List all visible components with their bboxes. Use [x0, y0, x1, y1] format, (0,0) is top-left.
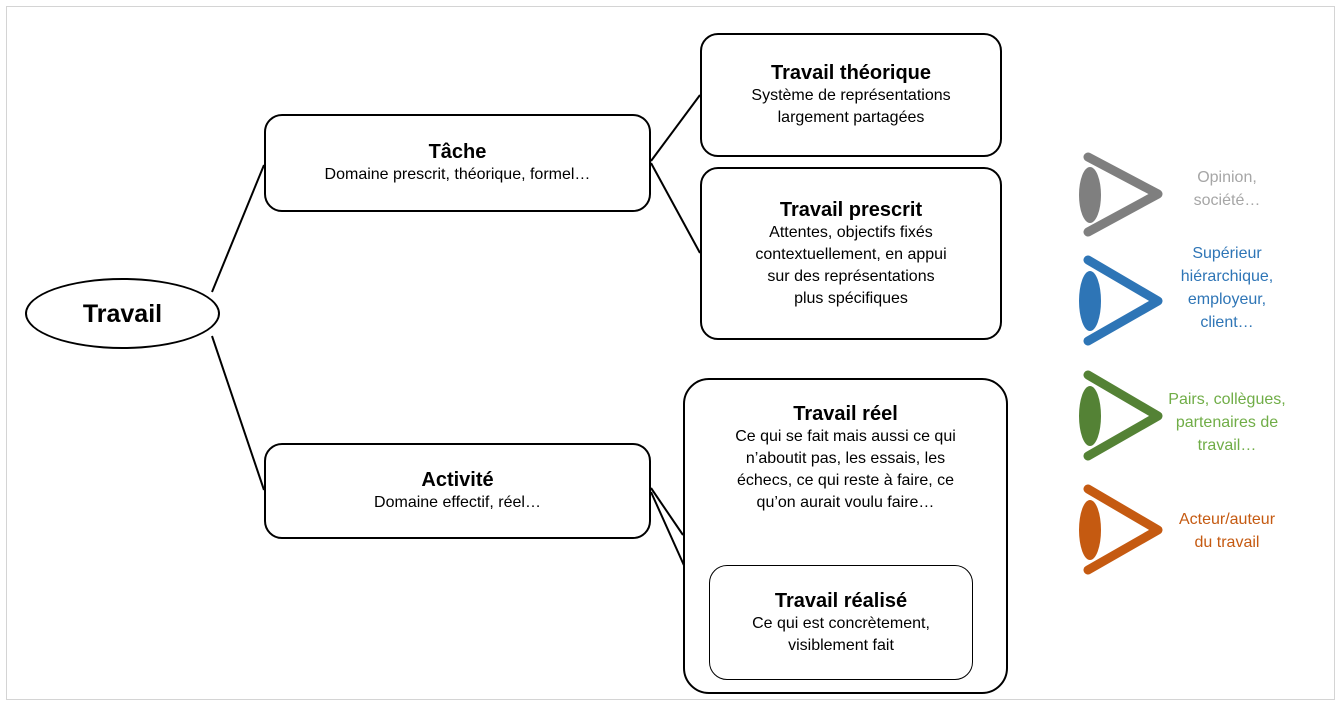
node-travail-prescrit-line: sur des représentations — [767, 267, 935, 285]
connector-activite-reel — [650, 487, 684, 536]
node-travail-prescrit: Travail prescrit Attentes, objectifs fix… — [700, 167, 1002, 340]
node-travail-reel-title: Travail réel — [793, 403, 898, 425]
viewpoint-label-line: partenaires de — [1175, 414, 1279, 431]
connector-tache-theorique — [650, 94, 701, 162]
viewpoint-label-line: employeur, — [1187, 291, 1267, 308]
eye-icon — [1079, 484, 1163, 575]
node-travail-reel-line: Ce qui se fait mais aussi ce qui — [735, 428, 956, 445]
connector-root-activite — [211, 335, 265, 491]
viewpoint-label-line: Opinion, — [1197, 169, 1257, 186]
viewpoint-label-pairs: Pairs, collègues, partenaires de travail… — [1157, 388, 1297, 457]
node-travail-realise: Travail réalisé Ce qui est concrètement,… — [709, 565, 973, 680]
node-tache: Tâche Domaine prescrit, théorique, forme… — [264, 114, 651, 212]
node-activite-description: Domaine effectif, réel… — [374, 494, 541, 511]
node-activite: Activité Domaine effectif, réel… — [264, 443, 651, 539]
node-activite-title: Activité — [421, 469, 494, 491]
node-travail-theorique-line: largement partagées — [777, 109, 925, 126]
node-travail-prescrit-line: Attentes, objectifs fixés — [769, 223, 933, 241]
node-travail-title: Travail — [82, 299, 163, 328]
viewpoint-label-line: du travail — [1194, 534, 1260, 551]
viewpoint-label-acteur: Acteur/auteur du travail — [1157, 508, 1297, 554]
node-travail-realise-title: Travail réalisé — [774, 589, 908, 612]
eye-icon — [1079, 255, 1163, 346]
eye-icon — [1079, 152, 1163, 237]
viewpoint-label-line: société… — [1193, 192, 1261, 209]
viewpoint-label-line: client… — [1200, 314, 1254, 331]
node-travail-theorique-title: Travail théorique — [770, 62, 932, 84]
diagram-frame — [6, 6, 1335, 700]
connector-root-tache — [211, 164, 265, 293]
viewpoint-label-opinion: Opinion, société… — [1157, 166, 1297, 212]
node-travail-realise-line: Ce qui est concrètement, — [752, 614, 930, 632]
node-travail-prescrit-line: contextuellement, en appui — [755, 245, 947, 263]
viewpoint-label-line: hiérarchique, — [1180, 268, 1274, 285]
eye-icon — [1079, 370, 1163, 461]
node-travail-prescrit-line: plus spécifiques — [794, 289, 908, 307]
node-travail-reel-line: qu’on aurait voulu faire… — [756, 494, 935, 511]
node-travail-realise-line: visiblement fait — [788, 636, 894, 654]
node-travail-theorique-line: Système de représentations — [751, 87, 951, 104]
viewpoint-label-line: travail… — [1197, 437, 1257, 454]
viewpoint-label-line: Pairs, collègues, — [1168, 391, 1286, 408]
node-travail-reel-line: échecs, ce qui reste à faire, ce — [737, 472, 954, 489]
node-travail-root: Travail — [25, 278, 220, 349]
node-tache-title: Tâche — [428, 141, 487, 163]
viewpoint-label-superieur: Supérieur hiérarchique, employeur, clien… — [1157, 242, 1297, 334]
viewpoint-label-line: Acteur/auteur — [1178, 511, 1276, 528]
viewpoint-label-line: Supérieur — [1192, 245, 1262, 262]
node-travail-prescrit-title: Travail prescrit — [779, 198, 923, 221]
node-tache-description: Domaine prescrit, théorique, formel… — [324, 166, 591, 183]
connector-tache-prescrit — [650, 162, 701, 254]
node-travail-theorique: Travail théorique Système de représentat… — [700, 33, 1002, 157]
node-travail-reel-line: n’aboutit pas, les essais, les — [745, 450, 946, 467]
